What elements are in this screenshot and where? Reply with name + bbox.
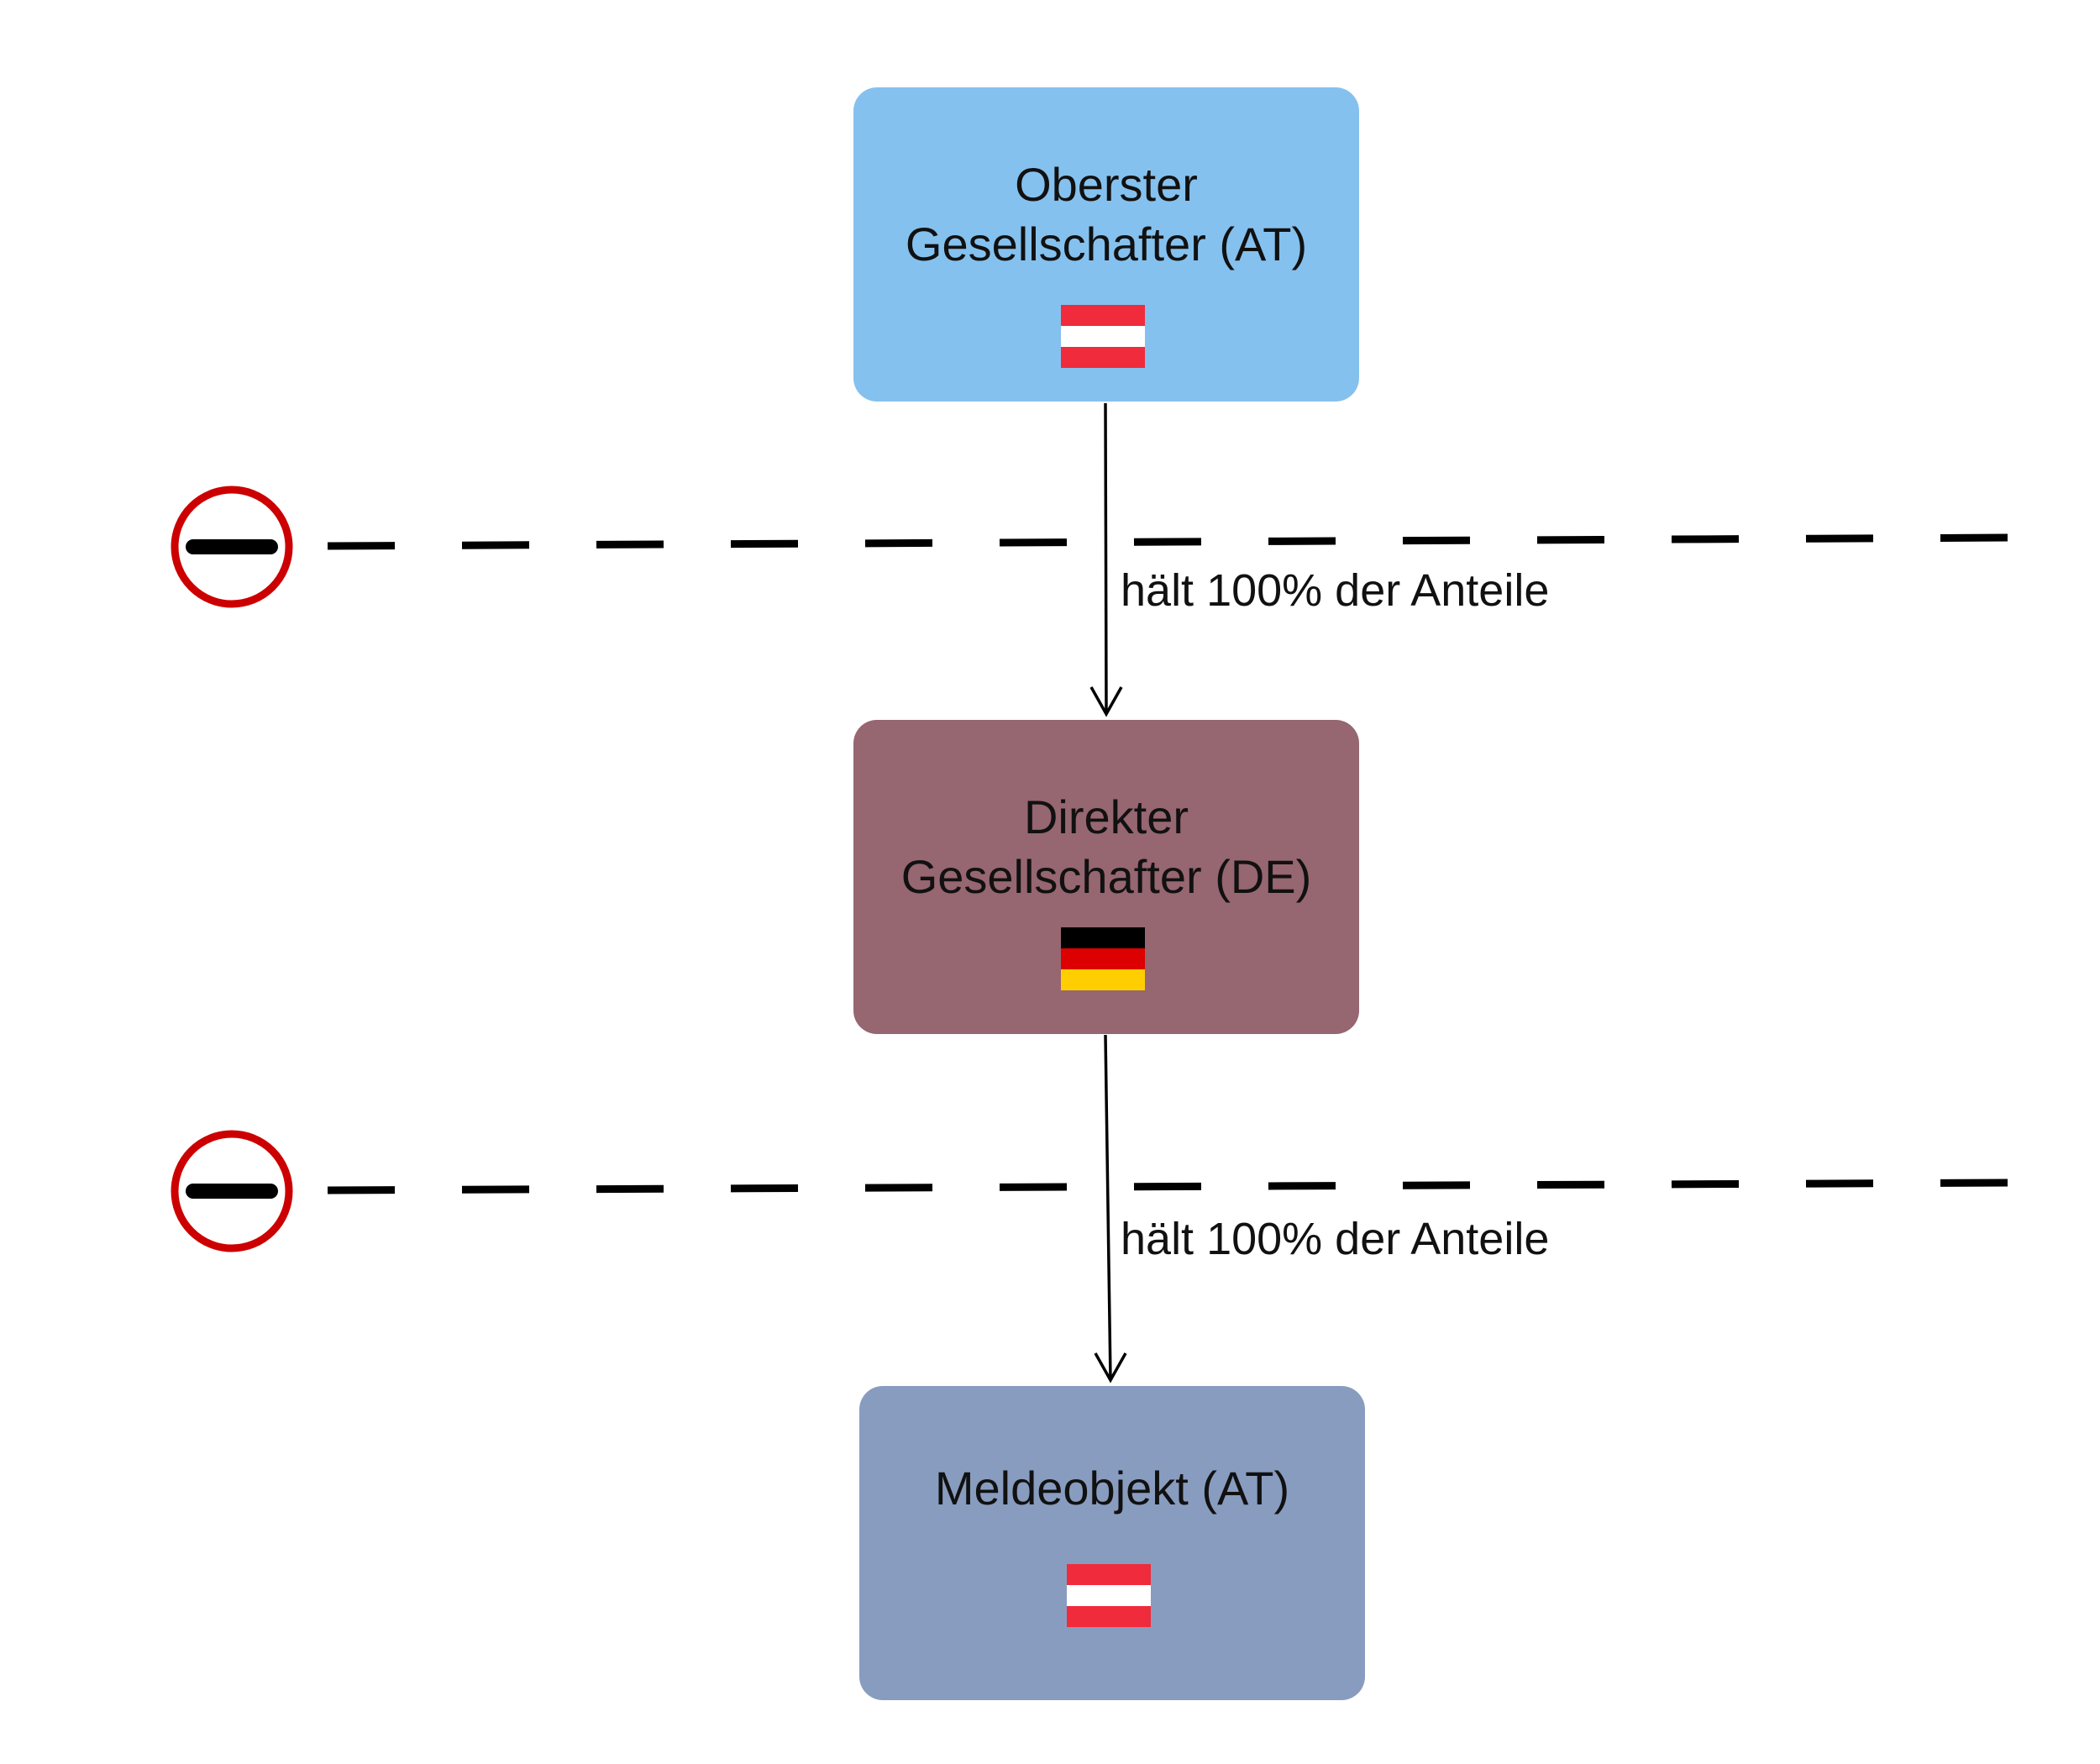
entity-label: Oberster Gesellschafter (AT)	[906, 155, 1307, 274]
entity-label-line-2: Gesellschafter (AT)	[905, 218, 1308, 270]
ownership-label: hält 100% der Anteile	[1121, 565, 1550, 616]
entity-box-reporting-entity: Meldeobjekt (AT)	[859, 1386, 1365, 1700]
barrier-line-1	[327, 533, 2017, 550]
entity-label-line-1: Oberster	[1015, 158, 1198, 211]
no-entry-icon	[171, 1130, 293, 1252]
austria-flag-icon	[1067, 1564, 1151, 1627]
no-entry-icon	[171, 486, 293, 608]
barrier-line-2	[327, 1179, 2017, 1194]
germany-flag-icon	[1061, 927, 1145, 990]
ownership-label: hält 100% der Anteile	[1121, 1214, 1550, 1264]
ownership-arrow-2	[1094, 1034, 1127, 1383]
entity-label-line-1: Meldeobjekt (AT)	[934, 1462, 1290, 1515]
entity-label: Direkter Gesellschafter (DE)	[901, 787, 1312, 906]
austria-flag-icon	[1061, 305, 1145, 368]
entity-box-ultimate-shareholder: Oberster Gesellschafter (AT)	[853, 87, 1359, 402]
entity-label-line-1: Direkter	[1023, 790, 1189, 843]
entity-label: Meldeobjekt (AT)	[935, 1458, 1289, 1518]
entity-label-line-2: Gesellschafter (DE)	[900, 850, 1312, 903]
entity-box-direct-shareholder: Direkter Gesellschafter (DE)	[853, 720, 1359, 1034]
ownership-arrow-1	[1089, 402, 1123, 717]
